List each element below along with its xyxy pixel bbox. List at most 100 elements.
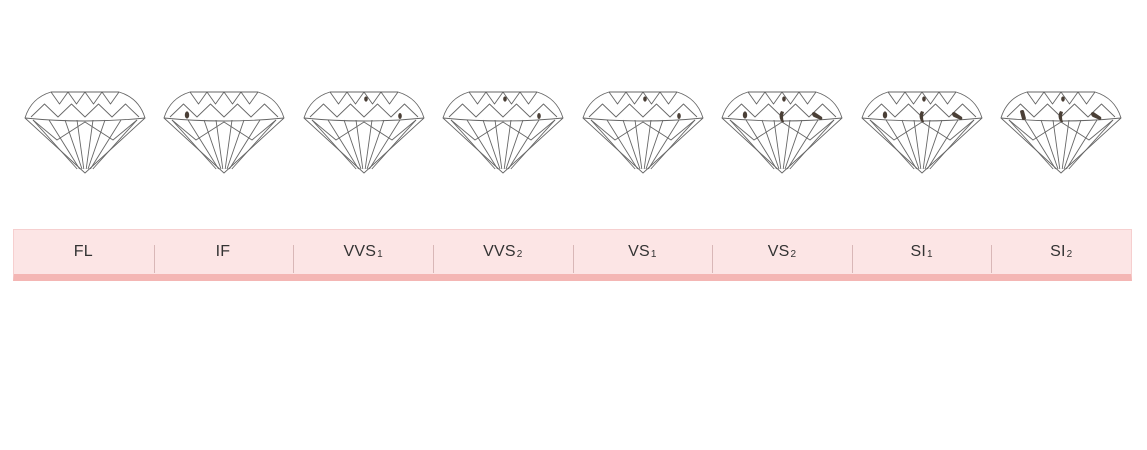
pavilion-facet xyxy=(761,119,780,170)
grade-subscript: 1 xyxy=(650,248,657,260)
pavilion-facet xyxy=(1008,119,1054,170)
inclusions xyxy=(1020,96,1102,123)
inclusion-left xyxy=(742,111,748,119)
diamond-3-icon xyxy=(442,91,564,174)
pavilion-facet xyxy=(482,119,501,170)
grade-subscript: 1 xyxy=(927,248,933,260)
pavilion-facet xyxy=(901,119,920,170)
pavilion-facet xyxy=(64,119,83,170)
grade-label: VVS xyxy=(483,243,516,260)
inclusion-right-bar xyxy=(812,112,823,120)
pavilion-facet xyxy=(773,119,782,170)
diamond-outline xyxy=(721,91,843,174)
star-facets xyxy=(189,91,259,105)
grade-if: IF xyxy=(153,230,294,274)
star-facets xyxy=(608,91,678,105)
inclusion-top xyxy=(922,96,926,102)
diamond-4-icon xyxy=(582,91,704,174)
pavilion-facet xyxy=(369,119,401,170)
diamond-0-icon xyxy=(24,91,146,174)
inclusions xyxy=(643,96,681,119)
pavilion-facet xyxy=(1061,119,1070,170)
pavilion-facet xyxy=(92,119,138,170)
inclusion-left-bar xyxy=(1020,109,1026,121)
pavilion-facet xyxy=(1066,119,1098,170)
pavilion-facet xyxy=(885,119,917,170)
pavilion-facet xyxy=(510,119,556,170)
inclusion-center-curve xyxy=(919,111,924,123)
grade-subscript: 2 xyxy=(790,248,797,260)
diamond-girdle xyxy=(582,117,704,122)
grade-label: VS xyxy=(628,243,650,260)
inclusion-top xyxy=(503,96,507,102)
pavilion-facet xyxy=(231,119,277,170)
inclusion-center-curve xyxy=(1058,111,1063,123)
pavilion-facet xyxy=(729,119,775,170)
pavilion-facet xyxy=(782,119,791,170)
pavilion-main xyxy=(590,119,696,141)
grade-label: VVS xyxy=(343,243,377,260)
star-facets xyxy=(1026,91,1096,105)
crown-facets xyxy=(169,103,279,118)
diamond-outline xyxy=(303,91,425,174)
inclusion-right xyxy=(398,113,402,119)
pavilion-main xyxy=(450,119,556,141)
star-facets xyxy=(747,91,817,105)
diamond-2-icon xyxy=(303,91,425,174)
pavilion-facet xyxy=(171,119,217,170)
grade-subscript: 1 xyxy=(377,248,383,260)
pavilion-main xyxy=(171,119,277,141)
pavilion-facet xyxy=(1063,119,1082,170)
pavilion-facet xyxy=(745,119,777,170)
inclusion-top xyxy=(782,96,786,102)
grade-subscript: 2 xyxy=(1066,248,1073,260)
diamond-6-icon xyxy=(861,91,983,174)
inclusion-top xyxy=(643,96,647,102)
pavilion-facet xyxy=(1052,119,1061,170)
inclusion-center-curve xyxy=(779,111,784,123)
inclusion-right xyxy=(677,113,681,119)
diamond-outline xyxy=(861,91,983,174)
pavilion-facet xyxy=(924,119,943,170)
diamond-outline xyxy=(582,91,704,174)
pavilion-facet xyxy=(229,119,261,170)
inclusion-left xyxy=(882,111,888,119)
pavilion-facet xyxy=(503,119,512,170)
pavilion-facet xyxy=(927,119,959,170)
pavilion-facet xyxy=(869,119,915,170)
crown-facets xyxy=(30,103,140,118)
pavilion-facet xyxy=(327,119,359,170)
star-facets xyxy=(887,91,957,105)
diamond-outline xyxy=(163,91,285,174)
inclusion-top xyxy=(1061,96,1065,102)
inclusion-right xyxy=(537,113,541,119)
diamond-girdle xyxy=(163,117,285,122)
star-facets xyxy=(468,91,538,105)
diamond-illustrations xyxy=(24,91,1122,174)
pavilion-facet xyxy=(343,119,362,170)
pavilion-facet xyxy=(590,119,636,170)
pavilion-facet xyxy=(784,119,803,170)
diamond-outline xyxy=(24,91,146,174)
pavilion-facet xyxy=(922,119,931,170)
crown-facets xyxy=(309,103,419,118)
diamond-girdle xyxy=(442,117,564,122)
pavilion-facet xyxy=(366,119,385,170)
pavilion-facet xyxy=(76,119,85,170)
diamond-5-icon xyxy=(721,91,843,174)
pavilion-facet xyxy=(929,119,975,170)
grade-label: SI xyxy=(1050,243,1066,260)
pavilion-facet xyxy=(650,119,696,170)
pavilion-facet xyxy=(645,119,664,170)
pavilion-facet xyxy=(1040,119,1059,170)
grade-subscript: 2 xyxy=(516,248,523,260)
pavilion-facet xyxy=(634,119,643,170)
pavilion-main xyxy=(311,119,417,141)
pavilion-facet xyxy=(505,119,524,170)
pavilion-facet xyxy=(364,119,373,170)
pavilion-facet xyxy=(224,119,233,170)
